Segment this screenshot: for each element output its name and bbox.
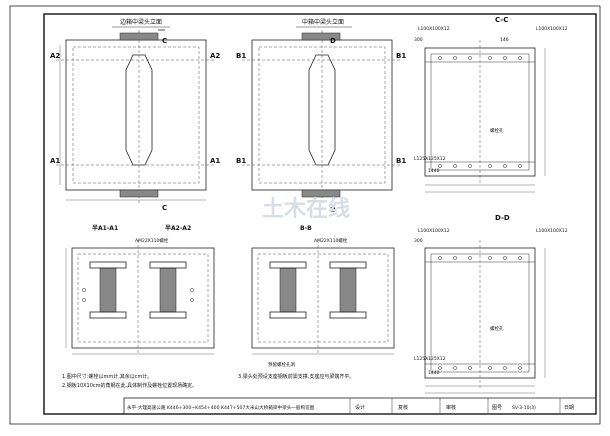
title-block-design: 设计	[355, 404, 365, 411]
section-a2-title: 半A2-A2	[165, 224, 191, 232]
dd-angle-label: L125X125X12	[414, 356, 446, 362]
mid-elevation-view: 中箱中梁头立面 D D B1 B1 B1 B1	[236, 18, 406, 214]
title-block-review: 复核	[398, 404, 408, 411]
label-d-top: D	[330, 37, 336, 45]
title-block-sheet-no: SV-3-10(3)	[512, 405, 536, 411]
note-2: 2.钢板10X10cm的角钢在此,具体制作及螺栓位置现场确定。	[62, 382, 197, 389]
bb-anchor-label: AM22X110螺栓	[314, 237, 348, 244]
dd-plate-left: L100X100X12	[418, 228, 450, 234]
title-block-approve: 审核	[446, 404, 456, 411]
mid-elevation-title: 中箱中梁头立面	[302, 18, 344, 26]
title-block: 永平-大理高速公路 K446+300~K454+400 K447+507大米山大…	[123, 397, 597, 415]
cc-dim-w1: 146	[500, 37, 509, 43]
cc-bolt-note: 螺栓孔	[490, 127, 504, 134]
label-b1-left-bottom: B1	[236, 157, 246, 165]
label-c-bottom: C	[162, 204, 167, 212]
cc-angle-label: L125X125X12	[414, 156, 446, 162]
watermark: 土木在线	[262, 196, 350, 222]
a1-anchor-label: AM22X110螺栓	[135, 237, 169, 244]
title-block-project: 永平-大理高速公路 K446+300~K454+400 K447+507大米山大…	[127, 404, 315, 411]
section-dd-title: D-D	[495, 214, 510, 222]
title-block-sheet-label: 图号	[492, 405, 502, 411]
section-a1-a2-view: 半A1-A1 半A2-A2 AM22X110螺栓	[65, 224, 215, 355]
section-cc-view: C-C L100X100X12 L100X100X12 146 300 螺栓孔 …	[414, 16, 568, 193]
label-b1-right-top: B1	[396, 52, 406, 60]
dd-plate-right: L100X100X12	[536, 228, 568, 234]
label-a1-right: A1	[210, 157, 220, 165]
dd-dim-300: 300	[414, 238, 423, 244]
note-3: 3.梁头处预设支座钢板前需支撑,支座应与梁端齐平。	[238, 373, 354, 380]
section-dd-view: D-D L100X100X12 L100X100X12 300 螺栓孔 L125…	[414, 214, 568, 394]
notes-block: 1.图中尺寸:螺栓以mm计,其余以cm计。 2.钢板10X10cm的角钢在此,具…	[62, 373, 354, 389]
label-a1-left: A1	[50, 157, 60, 165]
label-c-top: C	[162, 37, 167, 45]
label-b1-right-bottom: B1	[396, 157, 406, 165]
label-d-bottom: D	[330, 206, 336, 214]
label-a2-right: A2	[210, 52, 220, 60]
bb-hole-label: 预留螺栓孔洞	[268, 361, 295, 368]
section-cc-title: C-C	[495, 16, 508, 24]
cc-dim-1440: 1440	[428, 168, 440, 174]
label-b1-left-top: B1	[236, 52, 246, 60]
side-elevation-title: 边箱中梁头立面	[120, 18, 162, 26]
section-bb-title: B-B	[300, 225, 312, 232]
side-elevation-view: 边箱中梁头立面 C C A2 A1 A2 A1	[50, 18, 220, 212]
label-a2-left: A2	[50, 52, 60, 60]
dd-dim-1440: 1440	[428, 370, 440, 376]
section-bb-view: B-B AM22X110螺栓 预留螺栓孔洞	[251, 225, 395, 368]
title-block-date-label: 日期	[564, 405, 574, 411]
cc-plate-left: L100X100X12	[418, 26, 450, 32]
cc-dim-300: 300	[414, 37, 423, 43]
dd-bolt-note: 螺栓孔	[490, 325, 504, 332]
section-a1-title: 半A1-A1	[92, 224, 118, 232]
note-1: 1.图中尺寸:螺栓以mm计,其余以cm计。	[62, 373, 152, 380]
cc-plate-right: L100X100X12	[536, 26, 568, 32]
outer-border	[9, 5, 601, 425]
